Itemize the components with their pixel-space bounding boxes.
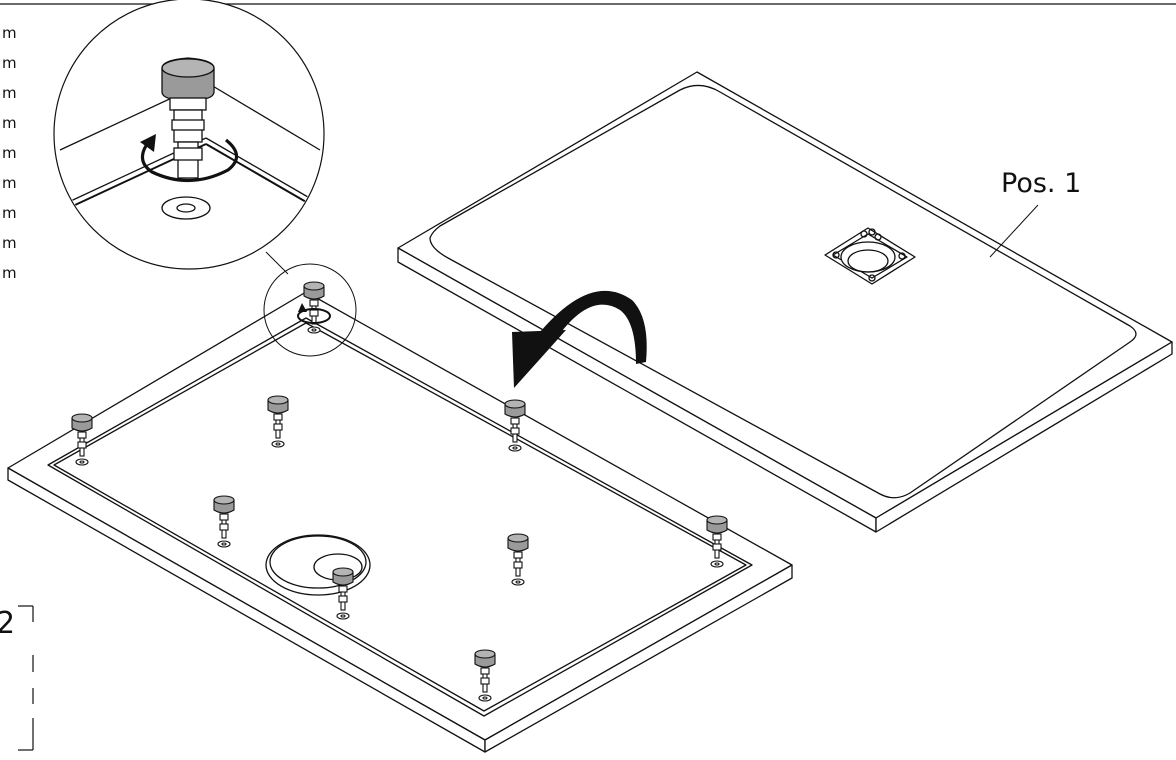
unit-label: m (2, 54, 17, 72)
unit-label: m (2, 114, 17, 132)
part-label: Pos. 1 (1001, 168, 1082, 199)
adjustable-foot-icon (507, 533, 529, 586)
shower-tray-icon (397, 71, 1173, 533)
part-leader-line (989, 204, 1039, 258)
unit-label: m (2, 234, 17, 252)
adjustable-foot-icon (474, 649, 496, 702)
unit-label: m (2, 174, 17, 192)
adjustable-foot-icon (267, 395, 289, 448)
detail-leader-line (265, 251, 289, 275)
unit-label: m (2, 204, 17, 222)
adjustable-foot-icon (213, 495, 235, 548)
adjustable-foot-icon (706, 515, 728, 568)
adjustable-foot-icon (332, 567, 354, 620)
detail-view (53, 0, 325, 270)
flip-arrow-icon (512, 290, 647, 388)
step-number: 2 (0, 606, 16, 641)
unit-label: m (2, 264, 17, 282)
detail-callout-circle (263, 263, 357, 357)
rotation-arrow-icon (297, 303, 331, 324)
adjustable-foot-icon (303, 281, 325, 334)
adjustable-foot-icon (71, 413, 93, 466)
feet-group (71, 281, 728, 702)
step-bracket (18, 605, 34, 751)
unit-label: m (2, 84, 17, 102)
support-frame-icon (7, 291, 793, 753)
unit-label: m (2, 24, 17, 42)
adjustable-foot-icon (504, 399, 526, 452)
unit-label: m (2, 144, 17, 162)
